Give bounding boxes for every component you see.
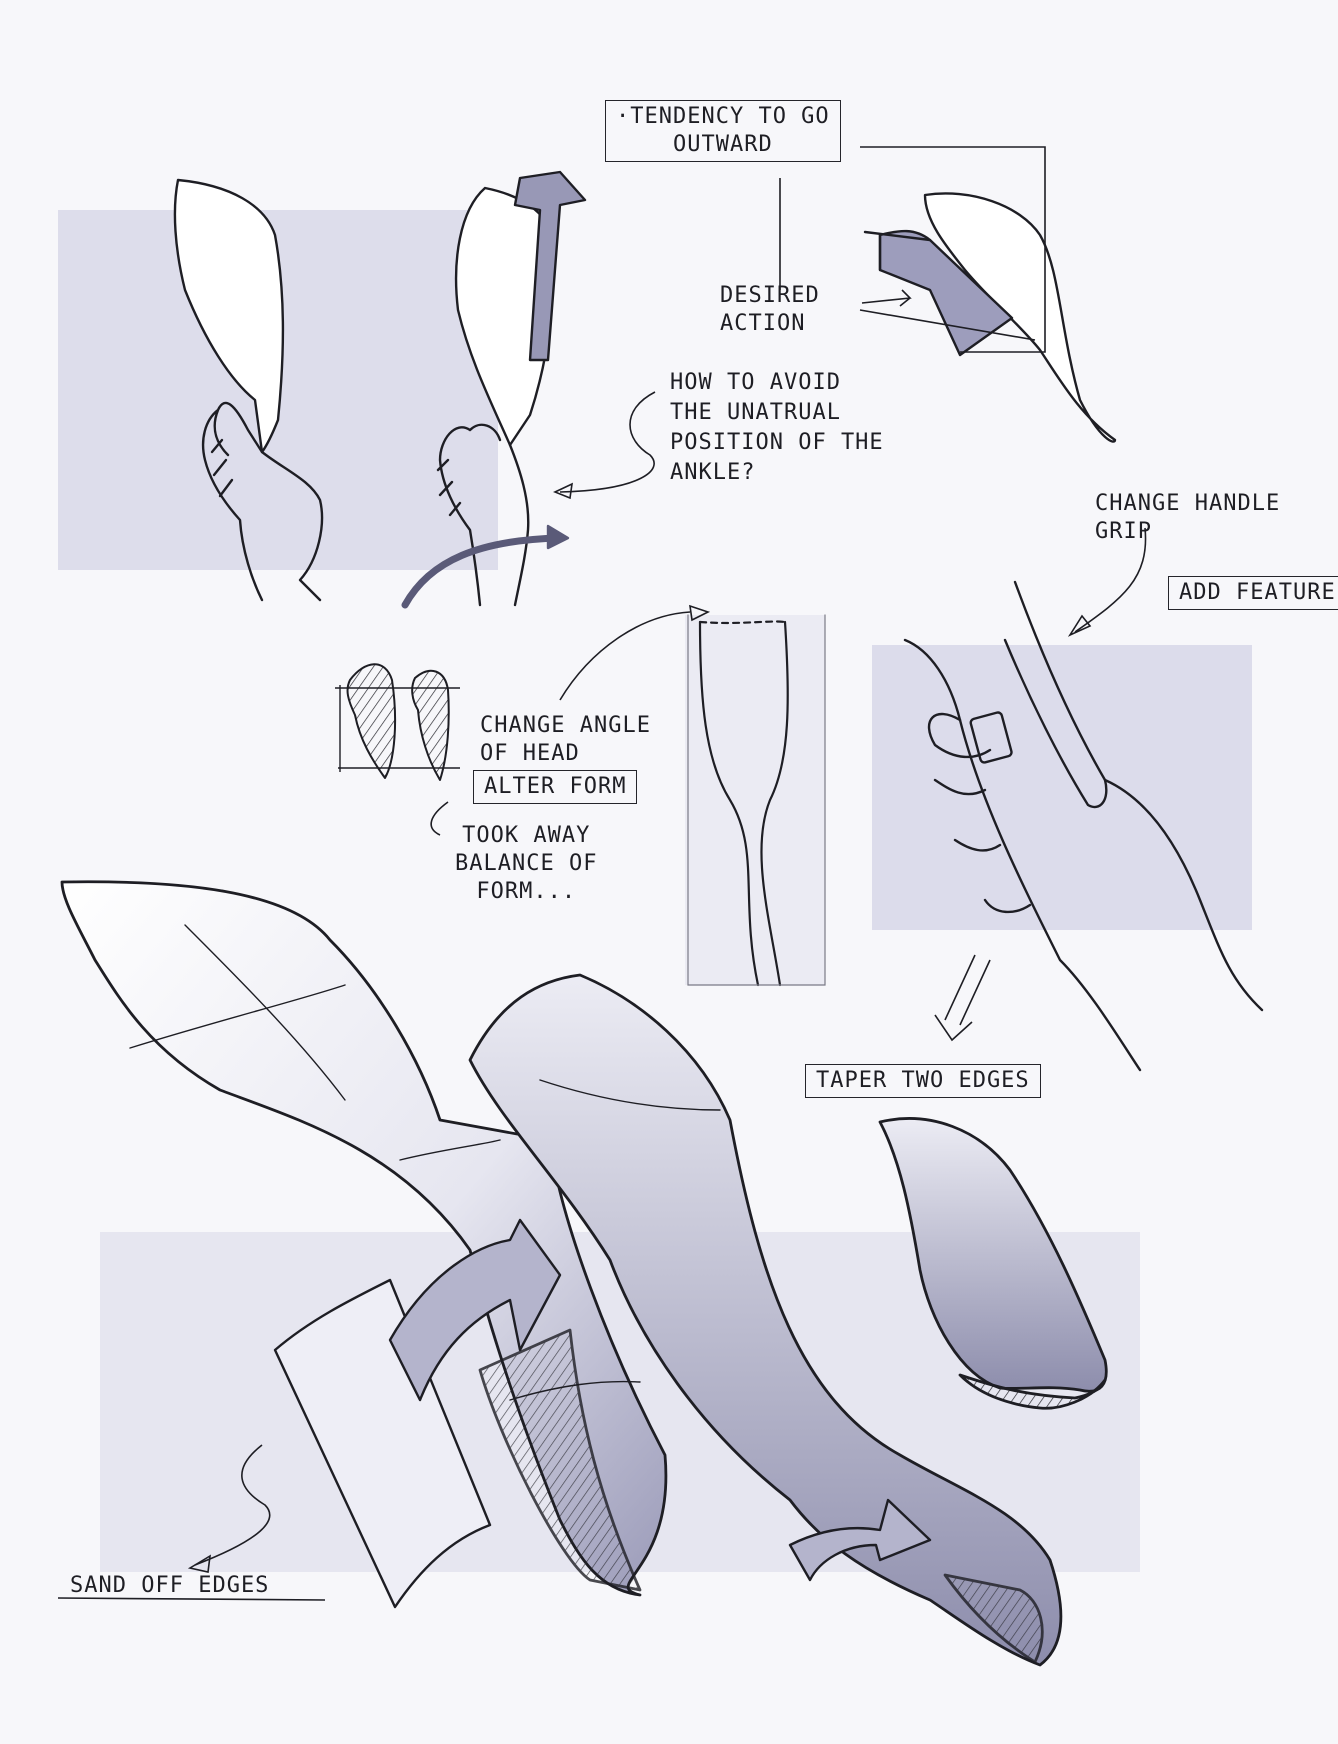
took-away-arrow bbox=[430, 801, 449, 836]
note-sand-off-edges: SAND OFF EDGES bbox=[70, 1573, 270, 1598]
note-add-feature: ADD FEATURE bbox=[1168, 576, 1338, 610]
tapered-spoon-head bbox=[878, 1117, 1108, 1410]
taper-down-arrow bbox=[934, 954, 991, 1042]
note-change-angle-of-head: CHANGE ANGLE OF HEAD bbox=[480, 713, 651, 766]
note-tendency-outward: ·TENDENCY TO GO OUTWARD bbox=[605, 100, 841, 162]
small-hatched-profiles bbox=[335, 663, 460, 781]
note-change-handle-grip: CHANGE HANDLE GRIP bbox=[1095, 491, 1281, 544]
sand-off-underline bbox=[57, 1597, 326, 1601]
marker-block-center-panel bbox=[685, 615, 825, 985]
hand-altered-grip bbox=[903, 580, 1264, 1072]
note-alter-form: ALTER FORM bbox=[473, 770, 638, 804]
sand-off-arrow bbox=[194, 1444, 271, 1566]
spatula-hand-1 bbox=[173, 178, 324, 602]
tendency-bracket bbox=[779, 146, 1046, 353]
change-grip-arrow bbox=[1074, 527, 1147, 633]
spatula-hand-2 bbox=[401, 170, 587, 609]
note-avoid-ankle-question: HOW TO AVOID THE UNATRUAL POSITION OF TH… bbox=[670, 370, 884, 485]
ankle-question-arrow bbox=[559, 391, 656, 493]
note-desired-action: DESIRED ACTION bbox=[720, 283, 820, 336]
side-profile-panel bbox=[687, 604, 826, 987]
spatula-head-top-right bbox=[863, 192, 1117, 443]
note-took-away-balance: TOOK AWAY BALANCE OF FORM... bbox=[455, 823, 598, 904]
change-grip-arrowhead bbox=[1067, 614, 1092, 637]
marker-block-right bbox=[872, 645, 1252, 930]
note-taper-two-edges: TAPER TWO EDGES bbox=[805, 1064, 1041, 1098]
ankle-question-arrowhead bbox=[552, 482, 574, 500]
sanding-block bbox=[273, 1218, 932, 1609]
large-spatula-pair bbox=[60, 880, 1063, 1667]
change-angle-arrow bbox=[559, 611, 691, 701]
sand-off-arrowhead bbox=[187, 1554, 211, 1573]
